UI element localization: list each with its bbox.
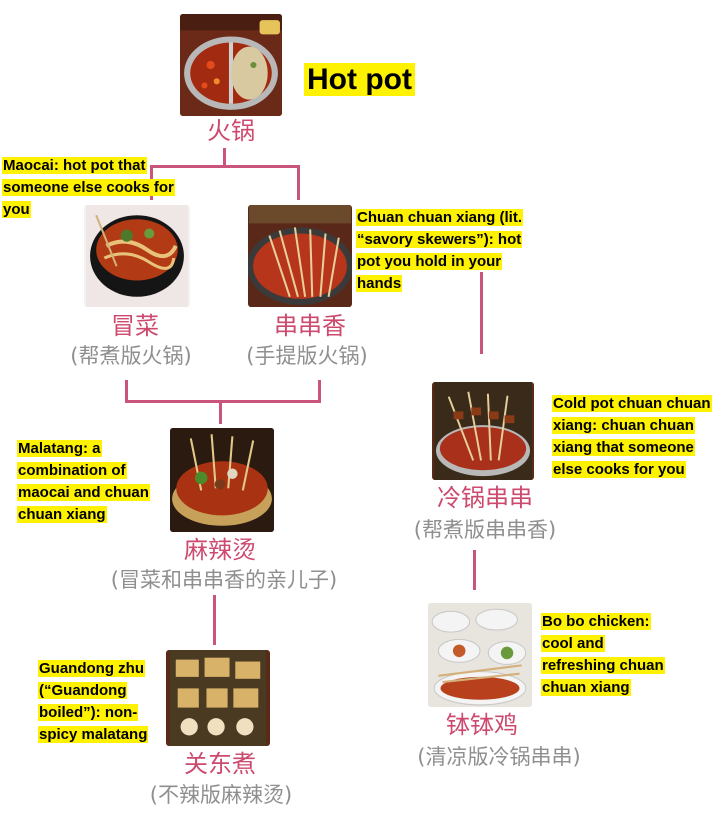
guandong-photo	[166, 650, 270, 746]
malatang-photo	[170, 428, 274, 532]
guandong-sub: (不辣版麻辣烫)	[149, 783, 293, 807]
guandong-label: 关东煮	[184, 750, 256, 778]
connector-chuan-coldpot	[480, 272, 483, 354]
connector-hotpot-right	[297, 165, 300, 200]
guandong-image	[170, 650, 266, 746]
page-title: Hot pot	[304, 62, 415, 98]
connector-maocai-down	[125, 380, 128, 402]
connector-chuan-down	[318, 380, 321, 402]
title-text: Hot pot	[304, 63, 415, 96]
bobo-photo	[428, 603, 532, 707]
coldpot-caption-text: Cold pot chuan chuan xiang: chuan chuan …	[552, 395, 712, 478]
connector-merge-down	[219, 402, 222, 424]
connector-merge-bar	[125, 400, 321, 403]
maocai-caption-text: Maocai: hot pot that someone else cooks …	[2, 157, 175, 218]
maocai-label: 冒菜	[111, 312, 159, 340]
maocai-caption: Maocai: hot pot that someone else cooks …	[2, 155, 175, 221]
bobo-caption-text: Bo bo chicken: cool and refreshing chuan…	[541, 613, 665, 696]
coldpot-sub: (帮煮版串串香)	[413, 518, 557, 542]
bobo-caption: Bo bo chicken: cool and refreshing chuan…	[541, 611, 671, 699]
malatang-sub: (冒菜和串串香的亲儿子)	[110, 568, 338, 592]
connector-hotpot-bar	[150, 165, 300, 168]
chuanchuan-image	[248, 205, 352, 307]
connector-coldpot-bobo	[473, 550, 476, 590]
malatang-label: 麻辣烫	[184, 536, 256, 564]
bobo-image	[428, 603, 532, 707]
maocai-photo	[84, 205, 190, 307]
hotpot-image	[180, 14, 282, 116]
malatang-caption-text: Malatang: a combination of maocai and ch…	[17, 440, 150, 523]
chuanchuan-label: 串串香	[274, 312, 346, 340]
malatang-image	[170, 428, 274, 532]
coldpot-image	[434, 382, 532, 480]
connector-hotpot-down	[223, 148, 226, 165]
chuanchuan-photo	[248, 205, 352, 307]
bobo-label: 钵钵鸡	[446, 711, 518, 739]
chuanchuan-caption-text: Chuan chuan xiang (lit. “savory skewers”…	[356, 209, 524, 292]
maocai-sub: (帮煮版火锅)	[70, 344, 192, 368]
guandong-caption-text: Guandong zhu (“Guandong boiled”): non-sp…	[38, 660, 149, 743]
hotpot-label: 火锅	[207, 117, 255, 145]
coldpot-photo	[432, 382, 534, 480]
guandong-caption: Guandong zhu (“Guandong boiled”): non-sp…	[38, 658, 166, 746]
malatang-caption: Malatang: a combination of maocai and ch…	[17, 438, 167, 526]
chuanchuan-caption: Chuan chuan xiang (lit. “savory skewers”…	[356, 207, 542, 295]
bobo-sub: (清凉版冷锅串串)	[417, 745, 581, 769]
chuanchuan-sub: (手提版火锅)	[246, 344, 368, 368]
hotpot-photo	[180, 14, 282, 116]
coldpot-label: 冷锅串串	[437, 484, 533, 512]
coldpot-caption: Cold pot chuan chuan xiang: chuan chuan …	[552, 393, 718, 481]
connector-malatang-guandong	[213, 595, 216, 645]
maocai-image	[86, 205, 188, 307]
